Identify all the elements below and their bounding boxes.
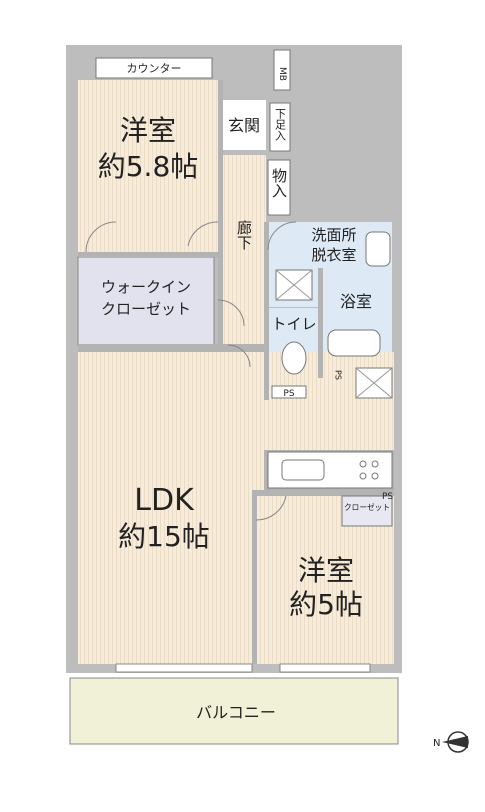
western-room-south-size: 約5帖 [289, 588, 363, 621]
western-room-north-floor [78, 80, 218, 253]
ldk-size: 約15帖 [118, 520, 210, 553]
corridor-label: 廊下 [235, 220, 253, 250]
meter-box-label: MB [277, 67, 287, 81]
washroom-line1: 洗面所 [311, 226, 356, 244]
closet-fixture [341, 495, 393, 527]
pipe-space-cross [275, 269, 313, 301]
kitchen-sink [281, 459, 325, 481]
stove-burners [359, 460, 379, 480]
walk-in-closet-line2: クローゼット [101, 300, 191, 318]
entrance-floor [222, 100, 266, 150]
compass-icon: N [433, 731, 469, 753]
western-room-south-name: 洋室 [298, 554, 354, 587]
western-room-north-size: 約5.8帖 [98, 150, 199, 183]
storage-label: 物入 [270, 168, 288, 198]
shoe-storage [269, 102, 291, 152]
toilet-pipe-space-label: PS [283, 389, 294, 399]
corridor-floor [222, 155, 266, 350]
western-room-north-name: 洋室 [120, 114, 176, 147]
toilet-label: トイレ [271, 315, 316, 333]
meter-box [273, 49, 291, 91]
compass-north: N [433, 738, 440, 749]
bathroom-label: 浴室 [340, 292, 372, 311]
bath-pipe-space-label: PS [334, 370, 343, 380]
toilet-bowl [281, 341, 307, 375]
bathtub [327, 329, 381, 357]
counter-fixture [95, 57, 213, 79]
washroom-line2: 脱衣室 [311, 246, 356, 264]
storage-closet [267, 159, 291, 216]
door-swings [85, 221, 297, 521]
kitchen-counter [267, 451, 393, 489]
ldk-pipe-space-cross [355, 367, 393, 399]
closet-pipe-space-label: PS [382, 492, 393, 502]
shoe-storage-label: 下足入 [274, 108, 287, 141]
walk-in-closet-line1: ウォークイン [101, 278, 191, 296]
entrance-label: 玄関 [228, 116, 260, 135]
toilet-pipe-space [271, 385, 307, 399]
closet-label: クローゼット [344, 502, 390, 512]
window-frames [115, 663, 371, 673]
counter-label: カウンター [127, 62, 182, 75]
balcony-label: バルコニー [196, 703, 276, 722]
ldk-name: LDK [134, 483, 195, 518]
wash-basin [365, 231, 391, 267]
balcony-floor [69, 677, 399, 745]
